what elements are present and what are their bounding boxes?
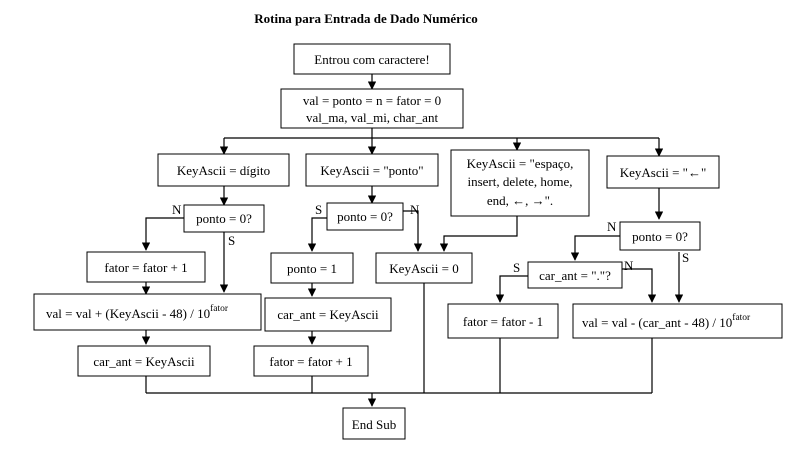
node-ponto-set-label: ponto = 1: [287, 261, 337, 276]
node-cond-ponto-a: ponto = 0?: [183, 204, 265, 233]
node-car-ant-set-a-label: car_ant = KeyAscii: [93, 354, 195, 369]
node-val-sub-label: val = val - (car_ant - 48) / 10fator: [582, 312, 751, 330]
node-key-zero: KeyAscii = 0: [375, 252, 473, 284]
arrow-cond-b-yes: [307, 217, 327, 252]
arrow-special-to-key-zero: [439, 216, 518, 252]
node-car-ant-set-b-label: car_ant = KeyAscii: [277, 307, 379, 322]
connectors: [141, 74, 684, 407]
node-fator-inc-a: fator = fator + 1: [86, 251, 206, 283]
node-start: Entrou com caractere!: [293, 43, 451, 75]
node-init: val = ponto = n = fator = 0 val_ma, val_…: [280, 88, 464, 129]
arrow-car-ant-cond-yes: [495, 275, 528, 303]
branch-label-s-d: S: [513, 260, 520, 275]
node-val-add-base: val = val + (KeyAscii - 48) / 10: [46, 306, 210, 321]
node-key-back-label: KeyAscii = "←": [620, 165, 707, 180]
node-init-line1: val = ponto = n = fator = 0: [303, 93, 441, 108]
node-cond-car-ant: car_ant = "."?: [527, 261, 623, 289]
node-val-add: val = val + (KeyAscii - 48) / 10fator: [33, 293, 262, 331]
node-key-special-line2: insert, delete, home,: [467, 174, 572, 189]
node-ponto-set: ponto = 1: [270, 252, 354, 284]
node-cond-ponto-b: ponto = 0?: [326, 202, 404, 231]
node-cond-ponto-a-label: ponto = 0?: [196, 211, 252, 226]
node-init-line2: val_ma, val_mi, char_ant: [306, 110, 439, 125]
node-key-ponto-label: KeyAscii = "ponto": [320, 163, 423, 178]
branch-label-n-c: N: [607, 219, 617, 234]
node-key-ponto: KeyAscii = "ponto": [305, 153, 439, 187]
node-cond-ponto-b-label: ponto = 0?: [337, 209, 393, 224]
node-start-label: Entrou com caractere!: [314, 52, 429, 67]
branch-labels: N S S N N S S N: [172, 202, 689, 275]
branch-label-s-a: S: [228, 233, 235, 248]
arrow-cond-a-no: [141, 217, 184, 251]
node-key-special-line3: end, ←, →".: [487, 193, 553, 208]
branch-label-s-b: S: [315, 202, 322, 217]
node-cond-ponto-c: ponto = 0?: [619, 221, 701, 251]
node-val-sub-base: val = val - (car_ant - 48) / 10: [582, 315, 732, 330]
node-car-ant-set-b: car_ant = KeyAscii: [264, 297, 392, 332]
node-key-back: KeyAscii = "←": [606, 155, 720, 189]
node-key-digit-label: KeyAscii = dígito: [177, 163, 270, 178]
arrow-cond-b-no: [403, 210, 423, 252]
arrow-cond-c-no: [570, 235, 620, 261]
node-val-add-label: val = val + (KeyAscii - 48) / 10fator: [46, 303, 229, 321]
branch-label-n-b: N: [410, 202, 420, 217]
branch-label-s-c: S: [682, 250, 689, 265]
node-key-zero-label: KeyAscii = 0: [389, 261, 458, 276]
arrow-car-ant-cond-no: [622, 268, 657, 303]
node-key-special-line1: KeyAscii = "espaço,: [467, 156, 574, 171]
node-end-label: End Sub: [352, 417, 396, 432]
node-val-sub-exponent: fator: [732, 312, 751, 323]
node-fator-inc-b-label: fator = fator + 1: [269, 354, 352, 369]
diagram-title: Rotina para Entrada de Dado Numérico: [254, 11, 478, 26]
node-end: End Sub: [342, 407, 406, 440]
node-fator-inc-b: fator = fator + 1: [253, 345, 369, 377]
node-val-add-exponent: fator: [210, 303, 229, 314]
branch-label-n-a: N: [172, 202, 182, 217]
node-fator-dec-label: fator = fator - 1: [463, 314, 543, 329]
node-cond-ponto-c-label: ponto = 0?: [632, 229, 688, 244]
branch-label-n-d: N: [624, 258, 634, 273]
node-val-sub: val = val - (car_ant - 48) / 10fator: [572, 303, 783, 339]
node-cond-car-ant-label: car_ant = "."?: [539, 268, 611, 283]
node-fator-dec: fator = fator - 1: [447, 303, 559, 339]
node-car-ant-set-a: car_ant = KeyAscii: [77, 345, 211, 377]
node-fator-inc-a-label: fator = fator + 1: [104, 260, 187, 275]
node-key-special: KeyAscii = "espaço, insert, delete, home…: [450, 149, 590, 217]
node-key-digit: KeyAscii = dígito: [157, 153, 290, 187]
